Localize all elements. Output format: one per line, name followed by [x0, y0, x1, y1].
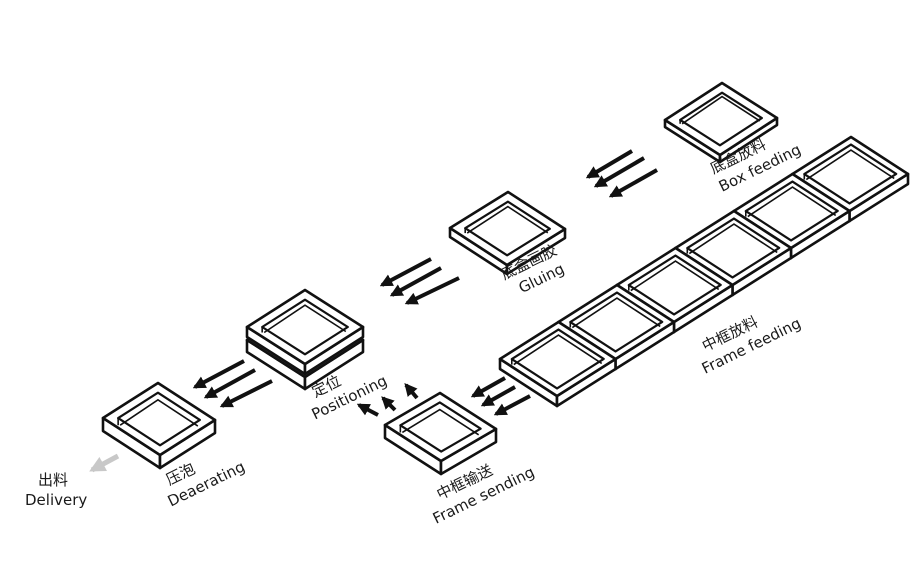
flow-arrows: [89, 149, 658, 473]
flow-arrow: [389, 266, 442, 297]
delivery-cn: 出料: [38, 471, 68, 489]
gluing-tray: [448, 190, 567, 276]
flow-arrow: [493, 394, 531, 416]
positioning-tray-upper: [245, 288, 365, 376]
flow-arrow: [379, 257, 432, 287]
flow-arrow: [404, 276, 460, 305]
conveyor-cell: [498, 320, 617, 408]
flow-arrow: [89, 453, 120, 473]
tray-shapes: [101, 81, 910, 476]
frame-sending-tray: [383, 391, 498, 476]
delivery-en: Delivery: [25, 491, 87, 509]
frame-feeding-conveyor: [498, 135, 910, 408]
flow-arrow: [203, 368, 256, 399]
box-feeding-tray: [663, 81, 779, 164]
flow-arrow: [480, 385, 516, 407]
flow-arrow: [585, 149, 634, 179]
flow-arrow: [608, 168, 658, 198]
flow-arrow: [470, 376, 506, 398]
flow-arrow: [219, 379, 273, 408]
deaerating-tray: [101, 381, 217, 470]
flow-arrow: [404, 383, 419, 400]
label-delivery: 出料 Delivery: [25, 471, 87, 509]
flow-arrow: [192, 359, 245, 389]
flow-arrow: [381, 396, 397, 412]
flow-arrow: [356, 403, 379, 417]
flow-arrow: [593, 156, 646, 188]
